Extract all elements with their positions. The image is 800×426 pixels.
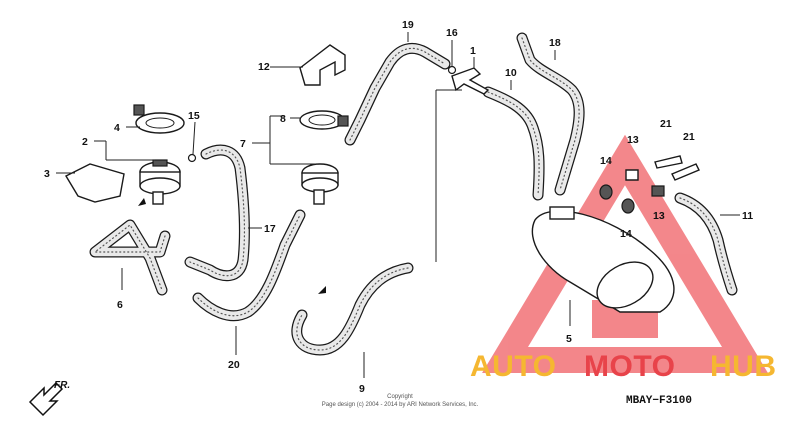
callout-8[interactable]: 8 — [280, 113, 286, 125]
callout-20[interactable]: 20 — [228, 359, 240, 371]
collar-14b[interactable] — [621, 198, 635, 214]
hose-19[interactable] — [344, 42, 451, 146]
air-valve-2[interactable] — [139, 159, 181, 205]
joint-1[interactable] — [451, 67, 490, 95]
canister-5[interactable] — [531, 206, 675, 317]
callout-5[interactable]: 5 — [566, 333, 572, 345]
callout-21b[interactable]: 21 — [683, 131, 695, 143]
nut-13b[interactable] — [651, 185, 665, 197]
callout-10[interactable]: 10 — [505, 67, 517, 79]
callout-16[interactable]: 16 — [446, 27, 458, 39]
clip-15[interactable] — [187, 153, 197, 163]
callout-11[interactable]: 11 — [742, 210, 753, 222]
nut-13a[interactable] — [625, 169, 639, 181]
watermark-text: AUTO MOTO HUB — [470, 350, 777, 383]
callout-6[interactable]: 6 — [117, 299, 123, 311]
clamp-8[interactable] — [299, 110, 349, 130]
callout-13b[interactable]: 13 — [653, 210, 665, 222]
callout-15[interactable]: 15 — [188, 110, 200, 122]
copyright-text: Page design (c) 2004 - 2014 by ARI Netwo… — [322, 402, 479, 408]
callout-2[interactable]: 2 — [82, 136, 88, 148]
front-indicator: FR. — [28, 380, 70, 417]
diagram-code: MBAY−F3100 — [626, 395, 692, 407]
hose-10[interactable] — [482, 86, 545, 201]
callout-labels: 1 2 3 4 5 6 7 8 9 10 11 12 13 13 14 14 1… — [44, 19, 753, 395]
front-label: FR. — [54, 380, 70, 391]
leader-lines — [56, 32, 740, 378]
copyright-title: Copyright — [387, 394, 413, 400]
svg-text:MOTO: MOTO — [584, 350, 675, 383]
callout-1[interactable]: 1 — [470, 45, 476, 57]
callout-4[interactable]: 4 — [114, 122, 120, 134]
bolt-21a[interactable] — [654, 155, 683, 169]
hose-17[interactable] — [184, 144, 250, 282]
clip-16[interactable] — [447, 65, 457, 75]
callout-9[interactable]: 9 — [359, 383, 365, 395]
callout-14b[interactable]: 14 — [620, 228, 632, 240]
callout-19[interactable]: 19 — [402, 19, 414, 31]
svg-text:HUB: HUB — [710, 350, 777, 383]
arrow-icon — [318, 286, 326, 294]
callout-12[interactable]: 12 — [258, 61, 270, 73]
arrow-icon — [138, 198, 146, 206]
front-arrow-icon — [28, 381, 64, 417]
hose-9[interactable] — [291, 262, 414, 356]
clamp-4[interactable] — [133, 104, 185, 134]
hose-18[interactable] — [516, 32, 585, 196]
callout-18[interactable]: 18 — [549, 37, 561, 49]
callout-17[interactable]: 17 — [264, 223, 276, 235]
direction-arrows — [138, 198, 326, 294]
callout-14a[interactable]: 14 — [600, 155, 612, 167]
svg-text:AUTO: AUTO — [470, 350, 556, 383]
hose-11[interactable] — [674, 192, 738, 296]
bracket-12[interactable] — [299, 44, 346, 86]
callout-21a[interactable]: 21 — [660, 118, 672, 130]
callout-3[interactable]: 3 — [44, 168, 50, 180]
hose-6[interactable] — [89, 219, 171, 296]
hose-group — [89, 32, 738, 356]
bolt-21b[interactable] — [671, 163, 700, 181]
bracket-3[interactable] — [65, 163, 125, 203]
air-valve-7[interactable] — [301, 163, 339, 205]
hose-20[interactable] — [192, 209, 306, 322]
callout-7[interactable]: 7 — [240, 138, 246, 150]
collar-14a[interactable] — [599, 184, 613, 200]
callout-13a[interactable]: 13 — [627, 134, 639, 146]
